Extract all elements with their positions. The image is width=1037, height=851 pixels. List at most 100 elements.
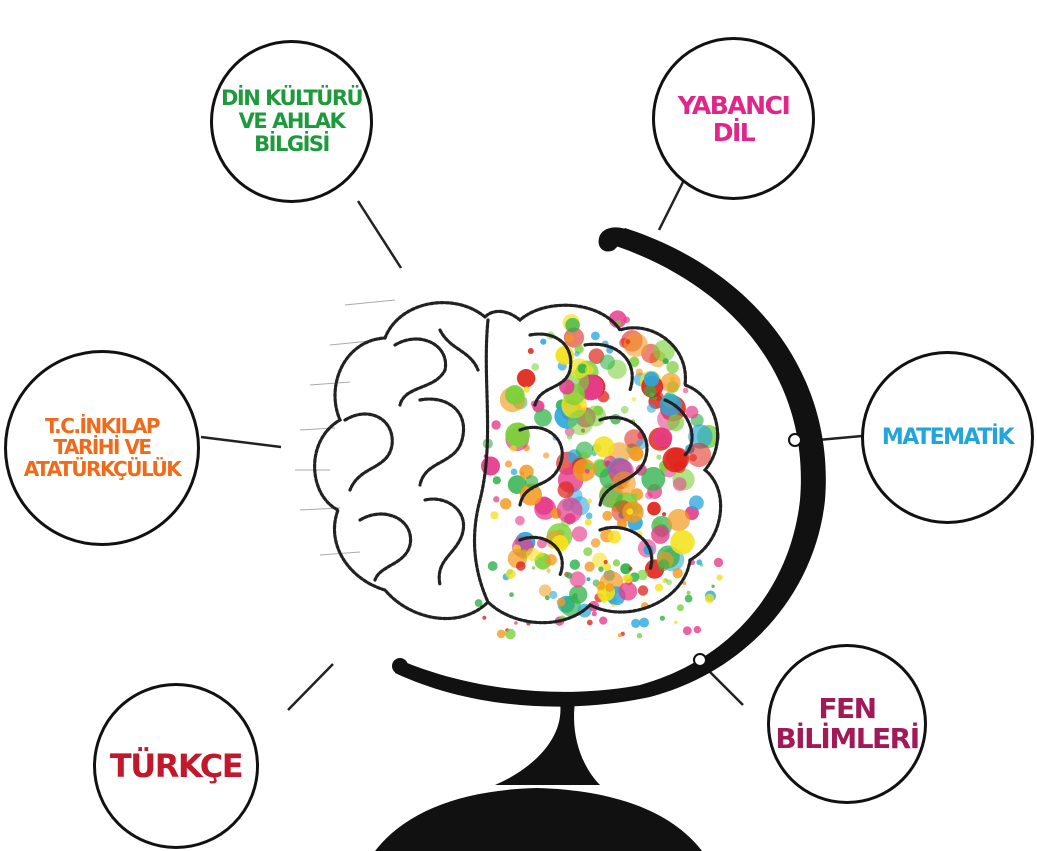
paint-blob [567,434,572,439]
paint-drop [714,558,723,567]
paint-drop [497,630,506,639]
paint-blob [543,452,549,458]
paint-blob [670,530,694,554]
subject-label-inkilap: T.C.İNKILAP TARİHİ VE ATATÜRKÇÜLÜK [24,416,181,481]
paint-blob [608,530,621,543]
paint-blob [539,584,551,596]
paint-blob [627,508,634,515]
paint-blob [586,577,590,581]
paint-blob [600,355,615,370]
paint-blob [645,492,652,499]
paint-blob [491,420,500,429]
paint-blob [490,511,498,519]
paint-blob [500,498,511,509]
paint-drop [685,595,693,603]
subject-label-fen: FEN BİLİMLERİ [775,694,918,754]
paint-drop [505,629,516,640]
subject-bubble-din: DİN KÜLTÜRÜ VE AHLAK BİLGİSİ [210,40,373,203]
paint-blob [523,386,529,392]
paint-drop [673,568,683,578]
paint-drop [613,559,620,566]
paint-drop [683,626,692,635]
paint-drop [566,572,572,578]
subject-label-turkce: TÜRKÇE [110,749,242,784]
paint-drop [509,592,514,597]
paint-drop [587,620,593,626]
paint-blob [656,455,661,460]
paint-drop [557,598,566,607]
paint-drop [696,559,702,565]
paint-blob [540,339,546,345]
paint-blob [558,481,575,498]
connector-line-yabanci [659,180,684,230]
paint-drop [717,575,723,581]
paint-blob [626,339,631,344]
connector-line-inkilap [201,437,281,447]
paint-blob [587,498,592,503]
paint-blob [661,373,681,393]
paint-blob [570,559,580,569]
globe-base [375,788,702,851]
paint-blob [636,369,643,376]
paint-blob [505,460,512,467]
paint-drop [604,560,608,564]
paint-blob [565,334,573,342]
paint-blob [493,496,499,502]
paint-blob [570,571,586,587]
paint-blob [647,502,661,516]
paint-blob [574,351,579,356]
arc-bottom-knob [392,658,408,674]
connector-line-din [358,201,401,268]
paint-blob [517,369,535,387]
arc-joint-bottom [694,654,706,666]
paint-blob [528,348,534,354]
paint-drop [585,562,595,572]
paint-splash [475,310,724,639]
paint-blob [596,581,605,590]
paint-blob [565,318,580,333]
paint-blob [629,446,644,461]
paint-blob [659,394,682,417]
paint-blob [505,423,530,448]
paint-blob [602,511,612,521]
paint-blob [576,442,593,459]
paint-drop [506,569,516,579]
subject-label-yabanci: YABANCI DİL [678,92,790,146]
paint-blob [644,385,657,398]
paint-blob [641,467,665,491]
paint-drop [612,604,615,607]
paint-blob [511,469,518,476]
paint-blob [667,414,684,431]
paint-blob [666,361,678,373]
subject-bubble-inkilap: T.C.İNKILAP TARİHİ VE ATATÜRKÇÜLÜK [4,350,200,546]
paint-blob [531,363,539,371]
paint-drop [545,595,550,600]
paint-drop [618,633,622,637]
paint-blob [546,554,557,565]
paint-blob [624,333,648,357]
subject-bubble-turkce: TÜRKÇE [93,683,259,849]
paint-blob [591,538,601,548]
paint-blob [683,388,689,394]
paint-blob [546,568,550,572]
subject-label-matematik: MATEMATİK [882,426,1013,450]
paint-blob [651,525,670,544]
paint-blob [600,596,607,603]
paint-blob [583,547,592,556]
paint-blob [662,512,666,516]
paint-blob [505,385,525,405]
paint-drop [603,563,611,571]
paint-blob [515,516,525,526]
paint-blob [686,406,699,419]
paint-blob [621,406,629,414]
paint-drop [660,616,665,621]
subject-label-din: DİN KÜLTÜRÜ VE AHLAK BİLGİSİ [221,87,362,155]
paint-blob [658,559,670,571]
paint-drop [516,561,526,571]
paint-blob [572,526,587,541]
subject-bubble-matematik: MATEMATİK [861,351,1034,524]
paint-drop [677,604,684,611]
paint-drop [488,561,498,571]
paint-blob [534,409,552,427]
